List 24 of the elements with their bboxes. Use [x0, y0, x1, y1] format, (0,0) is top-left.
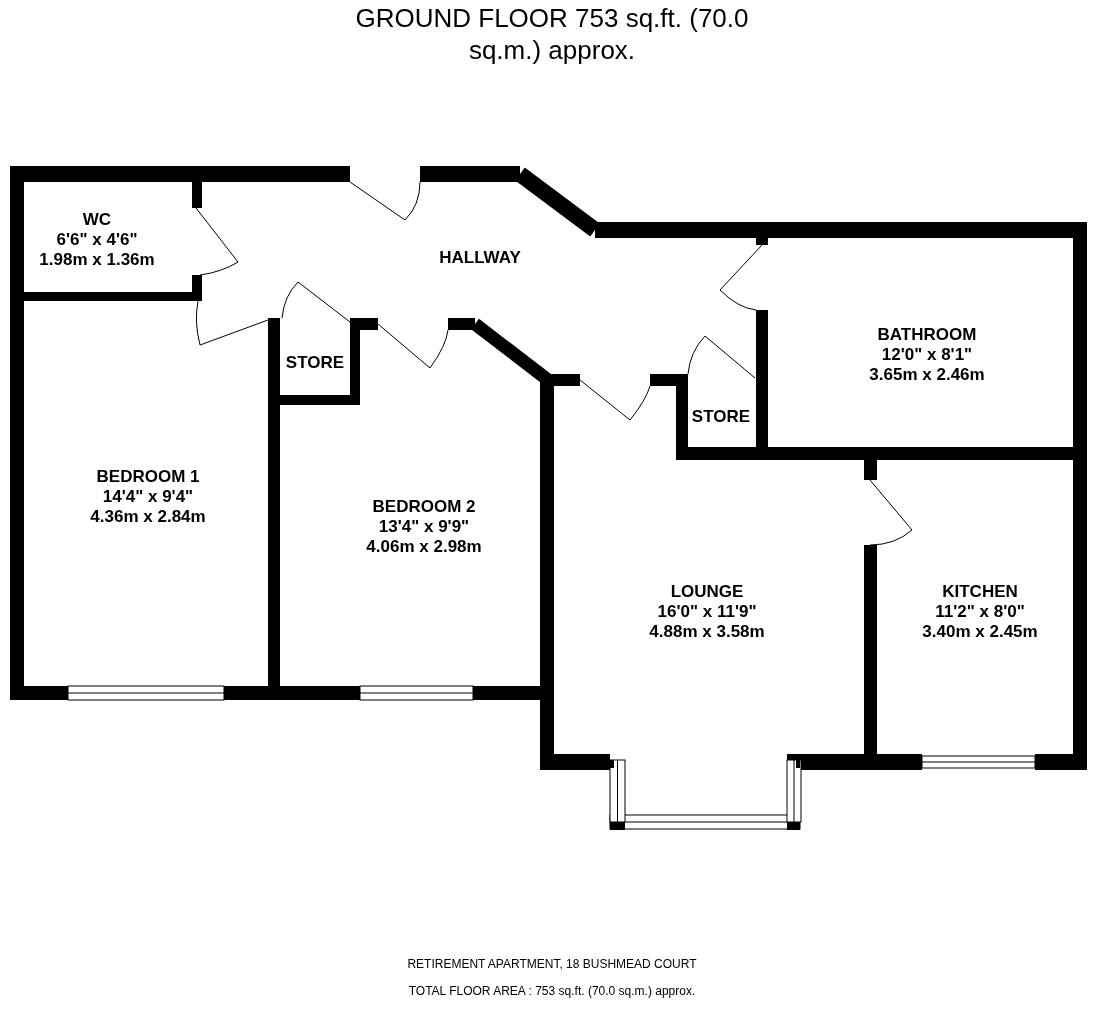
plan-note: RETIREMENT APARTMENT, 18 BUSHMEAD COURT — [407, 957, 697, 971]
room-size-imperial: 6'6" x 4'6" — [55, 230, 139, 250]
room-name: BEDROOM 1 — [95, 467, 201, 487]
room-size-imperial: 12'0" x 8'1" — [880, 345, 974, 365]
room-size-metric: 4.36m x 2.84m — [90, 507, 206, 527]
room-name: HALLWAY — [439, 248, 521, 268]
room-name: STORE — [285, 353, 345, 373]
room-size-metric: 4.06m x 2.98m — [366, 537, 482, 557]
room-name: WC — [81, 210, 113, 230]
room-name: LOUNGE — [669, 582, 745, 602]
room-size-imperial: 11'2" x 8'0" — [934, 602, 1026, 622]
room-size-metric: 4.88m x 3.58m — [649, 622, 765, 642]
room-size-metric: 3.65m x 2.46m — [869, 365, 985, 385]
room-name: KITCHEN — [941, 582, 1019, 602]
room-name: BEDROOM 2 — [371, 497, 477, 517]
room-name: BATHROOM — [876, 325, 978, 345]
room-size-imperial: 14'4" x 9'4" — [101, 487, 195, 507]
room-name: STORE — [691, 407, 751, 427]
room-size-metric: 1.98m x 1.36m — [39, 250, 155, 270]
room-size-imperial: 13'4" x 9'9" — [377, 517, 471, 537]
room-size-metric: 3.40m x 2.45m — [922, 622, 1038, 642]
plan-title: GROUND FLOOR 753 sq.ft. (70.0 sq.m.) approx. — [354, 2, 750, 66]
room-size-imperial: 16'0" x 11'9" — [656, 602, 758, 622]
plan-note: TOTAL FLOOR AREA : 753 sq.ft. (70.0 sq.m.) approx. — [408, 984, 696, 998]
